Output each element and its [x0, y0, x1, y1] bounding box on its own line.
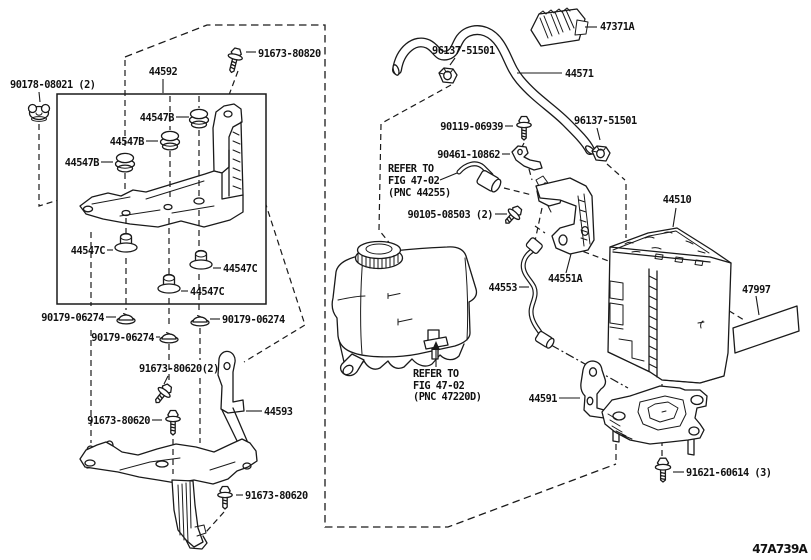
bolt-91621-60614-icon [654, 457, 672, 483]
refer-reservoir-line3: (PNC 47220D) [413, 391, 481, 403]
label-44553: 44553 [489, 282, 518, 294]
label-91673-80620: 91673-80620 [87, 415, 150, 427]
label-44591: 44591 [529, 393, 558, 405]
wingnut-icon [27, 103, 51, 122]
label-91673-80820: 91673-80820 [258, 48, 321, 60]
tube-44553-drawing [520, 237, 555, 349]
label-44551A: 44551A [548, 273, 583, 285]
label-91621: 91621-60614 (3) [686, 467, 772, 479]
grommet-icons-44547B [114, 108, 210, 173]
label-44547C-2: 44547C [223, 263, 257, 275]
label-96137-left: 96137-51501 [432, 45, 495, 57]
bracket-44592-drawing [79, 103, 244, 228]
bolt-91673-80620-lower-icon [217, 485, 233, 510]
clamp-96137-right-icon [591, 145, 611, 162]
label-91673-80620-lower: 91673-80620 [245, 490, 308, 502]
label-91673-80620x2: 91673-80620(2) [139, 363, 219, 375]
sticker-47997-drawing [732, 305, 800, 354]
clamp-icons-96137 [438, 67, 611, 162]
bolt-90119-06939-icon [516, 115, 532, 141]
label-90179-left: 90179-06274 [41, 312, 104, 324]
label-90461: 90461-10862 [437, 149, 500, 161]
refer-hose-line1: REFER TO [388, 163, 434, 175]
refer-hose-piece [456, 161, 502, 193]
refer-reservoir-line2: FIG 47-02 [413, 380, 465, 392]
label-44547C-3: 44547C [190, 286, 224, 298]
actuator-44510-drawing [607, 227, 732, 384]
label-44547B-1: 44547B [140, 112, 174, 124]
reservoir-drawing [331, 240, 478, 377]
connector-47371A-icon [530, 7, 589, 47]
label-47371A: 47371A [600, 21, 635, 33]
bracket-44593-drawing [79, 350, 258, 550]
clamp-96137-left-icon [438, 67, 458, 84]
label-90179-right: 90179-06274 [222, 314, 285, 326]
bolt-91673-80620-icon [165, 409, 181, 436]
label-90105: 90105-08503 (2) [408, 209, 494, 221]
label-47997: 47997 [742, 284, 771, 296]
refer-reservoir-line1: REFER TO [413, 368, 459, 380]
bolt-90105-08503-icon [505, 205, 523, 224]
label-44592: 44592 [149, 66, 178, 78]
capnut-icons-90179 [116, 313, 210, 344]
label-44571: 44571 [565, 68, 594, 80]
bracket-44591-drawing [580, 360, 708, 456]
clip-90461-icon [511, 145, 543, 171]
hose-44571-drawing [392, 25, 596, 155]
label-44510: 44510 [663, 194, 692, 206]
bolt-91673-80620x2-icon [154, 383, 173, 404]
refer-hose-line3: (PNC 44255) [388, 187, 451, 199]
label-44547C-1: 44547C [71, 245, 105, 257]
bracket-44551A-drawing [535, 175, 595, 255]
label-96137-right: 96137-51501 [574, 115, 637, 127]
labels: 90178-08021 (2) 91673-80820 44592 44547B… [10, 21, 809, 556]
label-90119: 90119-06939 [440, 121, 503, 133]
label-44547B-3: 44547B [65, 157, 99, 169]
bolt-91673-80820-icon [227, 47, 243, 74]
bolt-icons [154, 47, 672, 510]
label-44593: 44593 [264, 406, 293, 418]
figure-code: 47A739A [752, 542, 808, 556]
label-90179-middle: 90179-06274 [91, 332, 154, 344]
refer-hose-line2: FIG 47-02 [388, 175, 440, 187]
label-90178-08021: 90178-08021 (2) [10, 79, 96, 91]
label-44547B-2: 44547B [110, 136, 144, 148]
axis-lines [90, 60, 663, 533]
cushion-icons-44547C [114, 232, 213, 294]
